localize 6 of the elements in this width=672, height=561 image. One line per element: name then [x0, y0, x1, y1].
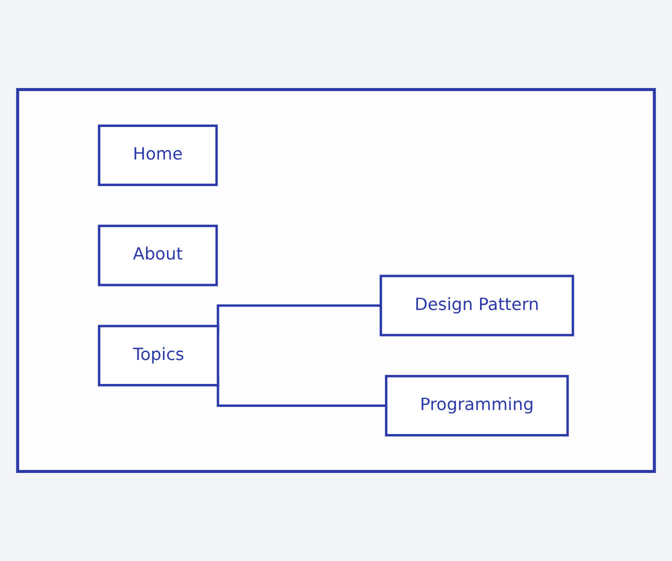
cluster: [16, 88, 656, 473]
node-box: Design Pattern: [380, 274, 574, 336]
node-box: About: [98, 224, 218, 286]
node-box: Home: [98, 124, 218, 186]
node-box: Topics: [98, 324, 220, 386]
node-box: Programming: [384, 374, 569, 436]
